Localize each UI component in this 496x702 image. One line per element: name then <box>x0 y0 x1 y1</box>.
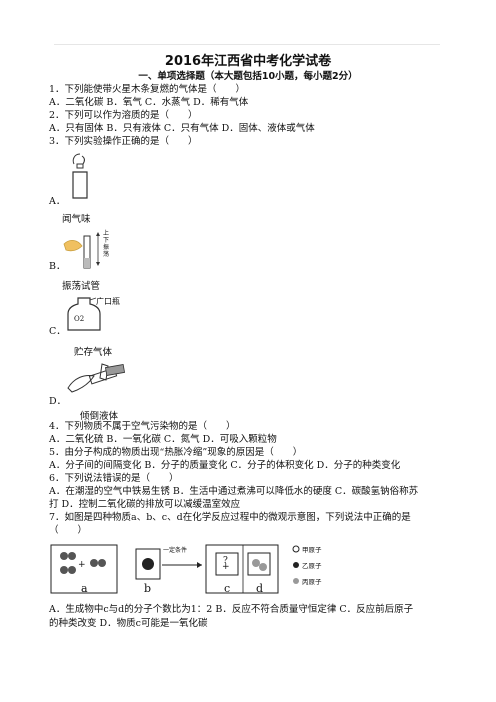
question-6-stem: 6．下列说法错误的是（ ） <box>49 473 179 484</box>
section-heading: 一、单项选择题（本大题包括10小题，每小题2分） <box>138 71 358 82</box>
page-title: 2016年江西省中考化学试卷 <box>164 54 332 69</box>
question-3-stem: 3．下列实验操作正确的是（ ） <box>49 136 198 147</box>
arrow-label-2: 下 <box>103 237 110 244</box>
q3-option-a-caption: 闻气味 <box>62 214 91 225</box>
q3-option-b-letter: B． <box>49 261 66 272</box>
header-rule <box>54 44 440 45</box>
question-7-stem-2: （ ） <box>49 525 88 536</box>
question-5-stem: 5．由分子构成的物质出现“热胀冷缩”现象的原因是（ ） <box>49 447 303 458</box>
smell-gas-figure <box>72 153 88 199</box>
legend-atom-3: 丙原子 <box>302 578 322 586</box>
unknown-molecule: ? <box>223 556 228 566</box>
q3-option-b-caption: 振荡试管 <box>62 281 101 292</box>
plus-sign: + <box>78 560 86 570</box>
question-1-options: A．二氧化碳 B．氧气 C．水蒸气 D．稀有气体 <box>49 97 249 108</box>
question-1-stem: 1．下列能使带火星木条复燃的气体是（ ） <box>49 84 246 95</box>
question-4-stem: 4．下列物质不属于空气污染物的是（ ） <box>49 421 236 432</box>
question-2-stem: 2．下列可以作为溶质的是（ ） <box>49 110 198 121</box>
shake-tube-figure <box>63 232 100 269</box>
legend-atom-2: 乙原子 <box>302 562 322 570</box>
question-7-options-1: A．生成物中c与d的分子个数比为1：2 B．反应不符合质量守恒定律 C．反应前后… <box>49 604 414 615</box>
label-d: d <box>256 582 264 595</box>
arrow-label-1: 上 <box>103 230 110 237</box>
label-c: c <box>224 582 231 595</box>
plus-sign-2: + <box>222 562 230 572</box>
arrow-label-4: 荡 <box>103 251 110 258</box>
q3-option-a-letter: A． <box>49 196 66 207</box>
question-2-options: A．只有固体 B．只有液体 C．只有气体 D．固体、液体或气体 <box>49 123 315 134</box>
question-7-stem-1: 7．如图是四种物质a、b、c、d在化学反应过程中的微观示意图，下列说法中正确的是 <box>49 512 411 523</box>
q3-option-c-caption: 贮存气体 <box>74 347 113 358</box>
reaction-condition: 一定条件 <box>163 547 188 554</box>
reaction-diagram <box>50 544 300 594</box>
question-5-options: A．分子间的间隔变化 B．分子的质量变化 C．分子的体积变化 D．分子的种类变化 <box>49 460 401 471</box>
question-6-options-2: 打 D．控制二氧化碳的排放可以减缓温室效应 <box>49 499 241 510</box>
q3-option-d-letter: D． <box>49 396 67 407</box>
gas-bottle-figure <box>67 297 101 331</box>
q3-option-d-caption: 倾倒液体 <box>80 411 119 422</box>
wide-mouth-bottle-label: 广口瓶 <box>96 297 120 306</box>
label-b: b <box>144 582 152 595</box>
question-4-options: A．二氧化硫 B．一氧化碳 C．氮气 D．可吸入颗粒物 <box>49 434 277 445</box>
question-7-options-2: 的种类改变 D．物质c可能是一氧化碳 <box>49 618 208 629</box>
legend-atom-1: 甲原子 <box>302 546 322 554</box>
label-a: a <box>81 582 88 595</box>
pour-liquid-figure <box>67 363 126 393</box>
bottle-label: O2 <box>74 315 85 323</box>
question-6-options-1: A．在潮湿的空气中铁易生锈 B．生活中通过煮沸可以降低水的硬度 C．碳酸氢钠俗称… <box>49 486 419 497</box>
q3-option-c-letter: C． <box>49 326 66 337</box>
arrow-label-3: 振 <box>103 244 110 251</box>
